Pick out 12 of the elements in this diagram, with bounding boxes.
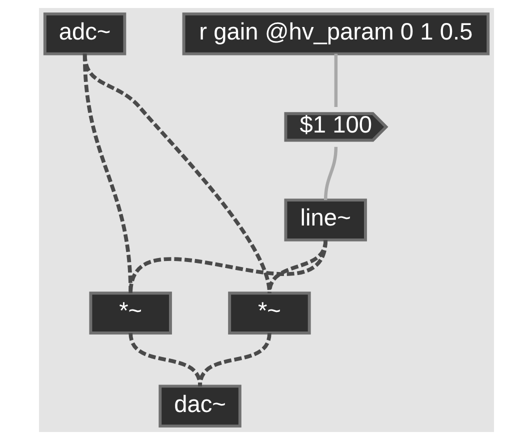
connector (128, 240, 327, 294)
connector (334, 54, 338, 107)
node-box: line~ (284, 198, 366, 242)
node-box: *~ (88, 292, 172, 334)
connector (198, 332, 271, 386)
node-box: dac~ (158, 384, 241, 428)
node-box: r gain @hv_param 0 1 0.5 (182, 12, 490, 56)
connector (82, 54, 271, 294)
connector (323, 146, 338, 200)
node-box: adc~ (42, 12, 126, 56)
connector (267, 240, 327, 294)
node-box: *~ (228, 292, 310, 334)
